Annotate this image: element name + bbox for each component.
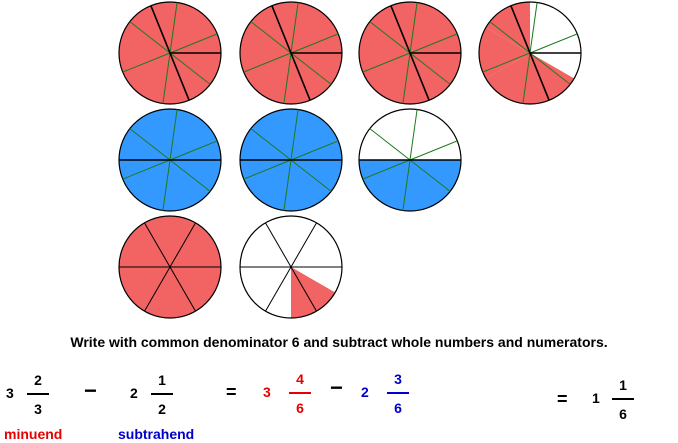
radius-line: [529, 33, 578, 54]
term1-numerator: 2: [34, 372, 42, 388]
radius-line: [290, 2, 299, 54]
term1-whole: 3: [6, 385, 14, 401]
shaded-sector: [479, 27, 530, 79]
radius-line: [409, 52, 451, 85]
fraction-circle: [118, 1, 222, 105]
term3-numerator: 4: [296, 371, 304, 387]
radius-line: [169, 52, 211, 85]
radius-line: [369, 21, 411, 54]
result-whole: 1: [592, 390, 600, 406]
radius-line: [144, 266, 171, 312]
radius-line: [283, 52, 292, 104]
radius-line: [482, 52, 531, 73]
subtrahend-label: subtrahend: [118, 426, 195, 442]
radius-line: [290, 109, 299, 161]
radius-line: [290, 140, 339, 161]
equals-sign-1: =: [226, 382, 237, 402]
radius-line: [169, 33, 218, 54]
radius-line: [290, 266, 317, 312]
radius-line: [169, 222, 196, 268]
radius-line: [529, 2, 538, 54]
fraction-circle: [478, 1, 582, 105]
radius-line: [265, 266, 292, 312]
fraction-bar: [151, 393, 173, 395]
radius-line: [265, 222, 292, 268]
term2-whole: 2: [130, 385, 138, 401]
shaded-region: [359, 160, 461, 211]
radius-line: [122, 159, 171, 180]
radius-line: [409, 33, 458, 54]
result-numerator: 1: [619, 377, 627, 393]
radius-line: [362, 52, 411, 73]
fraction-circle: [118, 215, 222, 319]
radius-line: [129, 128, 171, 161]
radius-line: [243, 159, 292, 180]
radius-line: [402, 52, 411, 104]
fraction-circle: [358, 1, 462, 105]
radius-line: [243, 52, 292, 73]
radius-line: [522, 52, 531, 104]
radius-line: [290, 222, 317, 268]
radius-line: [162, 159, 171, 211]
radius-line: [169, 109, 178, 161]
radius-line: [169, 266, 196, 312]
shaded-sector: [291, 267, 336, 318]
radius-line: [129, 21, 171, 54]
radius-line: [409, 109, 418, 161]
term1-denominator: 3: [34, 401, 42, 417]
radius-line: [250, 21, 292, 54]
radius-line: [283, 159, 292, 211]
radius-line: [169, 2, 178, 54]
term3-whole: 3: [263, 384, 271, 400]
radius-line: [250, 128, 292, 161]
radius-line: [369, 128, 411, 161]
fraction-bar: [387, 392, 409, 394]
radius-line: [290, 33, 339, 54]
instruction-text: Write with common denominator 6 and subt…: [70, 334, 608, 350]
radius-line: [489, 21, 531, 54]
minus-sign-2: −: [330, 375, 343, 400]
term3-denominator: 6: [296, 400, 304, 416]
fraction-circle: [239, 108, 343, 212]
term2-fraction: 1 2: [151, 373, 173, 416]
fraction-bar: [289, 392, 311, 394]
fraction-bar: [612, 398, 634, 400]
radius-line: [169, 159, 211, 192]
radius-line: [169, 140, 218, 161]
shaded-sector: [530, 53, 575, 104]
equals-sign-2: =: [557, 389, 568, 409]
term3-fraction: 4 6: [289, 372, 311, 415]
radius-line: [122, 52, 171, 73]
radius-line: [144, 222, 171, 268]
radius-line: [402, 159, 411, 211]
term4-fraction: 3 6: [387, 372, 409, 415]
term4-denominator: 6: [394, 400, 402, 416]
term4-numerator: 3: [394, 371, 402, 387]
radius-line: [290, 159, 332, 192]
radius-line: [409, 140, 458, 161]
fraction-bar: [27, 393, 49, 395]
radius-line: [409, 159, 451, 192]
fraction-circle: [239, 215, 343, 319]
radius-line: [162, 52, 171, 104]
result-fraction: 1 6: [612, 378, 634, 421]
term1-fraction: 2 3: [27, 373, 49, 416]
fraction-circles-diagram: [118, 1, 582, 319]
radius-line: [409, 2, 418, 54]
result-denominator: 6: [619, 406, 627, 422]
term4-whole: 2: [361, 384, 369, 400]
fraction-circle: [118, 108, 222, 212]
term2-numerator: 1: [158, 372, 166, 388]
radius-line: [362, 159, 411, 180]
fraction-circle: [239, 1, 343, 105]
minuend-label: minuend: [4, 426, 63, 442]
term2-denominator: 2: [158, 401, 166, 417]
fraction-circle: [358, 108, 462, 212]
radius-line: [529, 52, 571, 85]
minus-sign-1: −: [84, 378, 97, 403]
radius-line: [290, 52, 332, 85]
